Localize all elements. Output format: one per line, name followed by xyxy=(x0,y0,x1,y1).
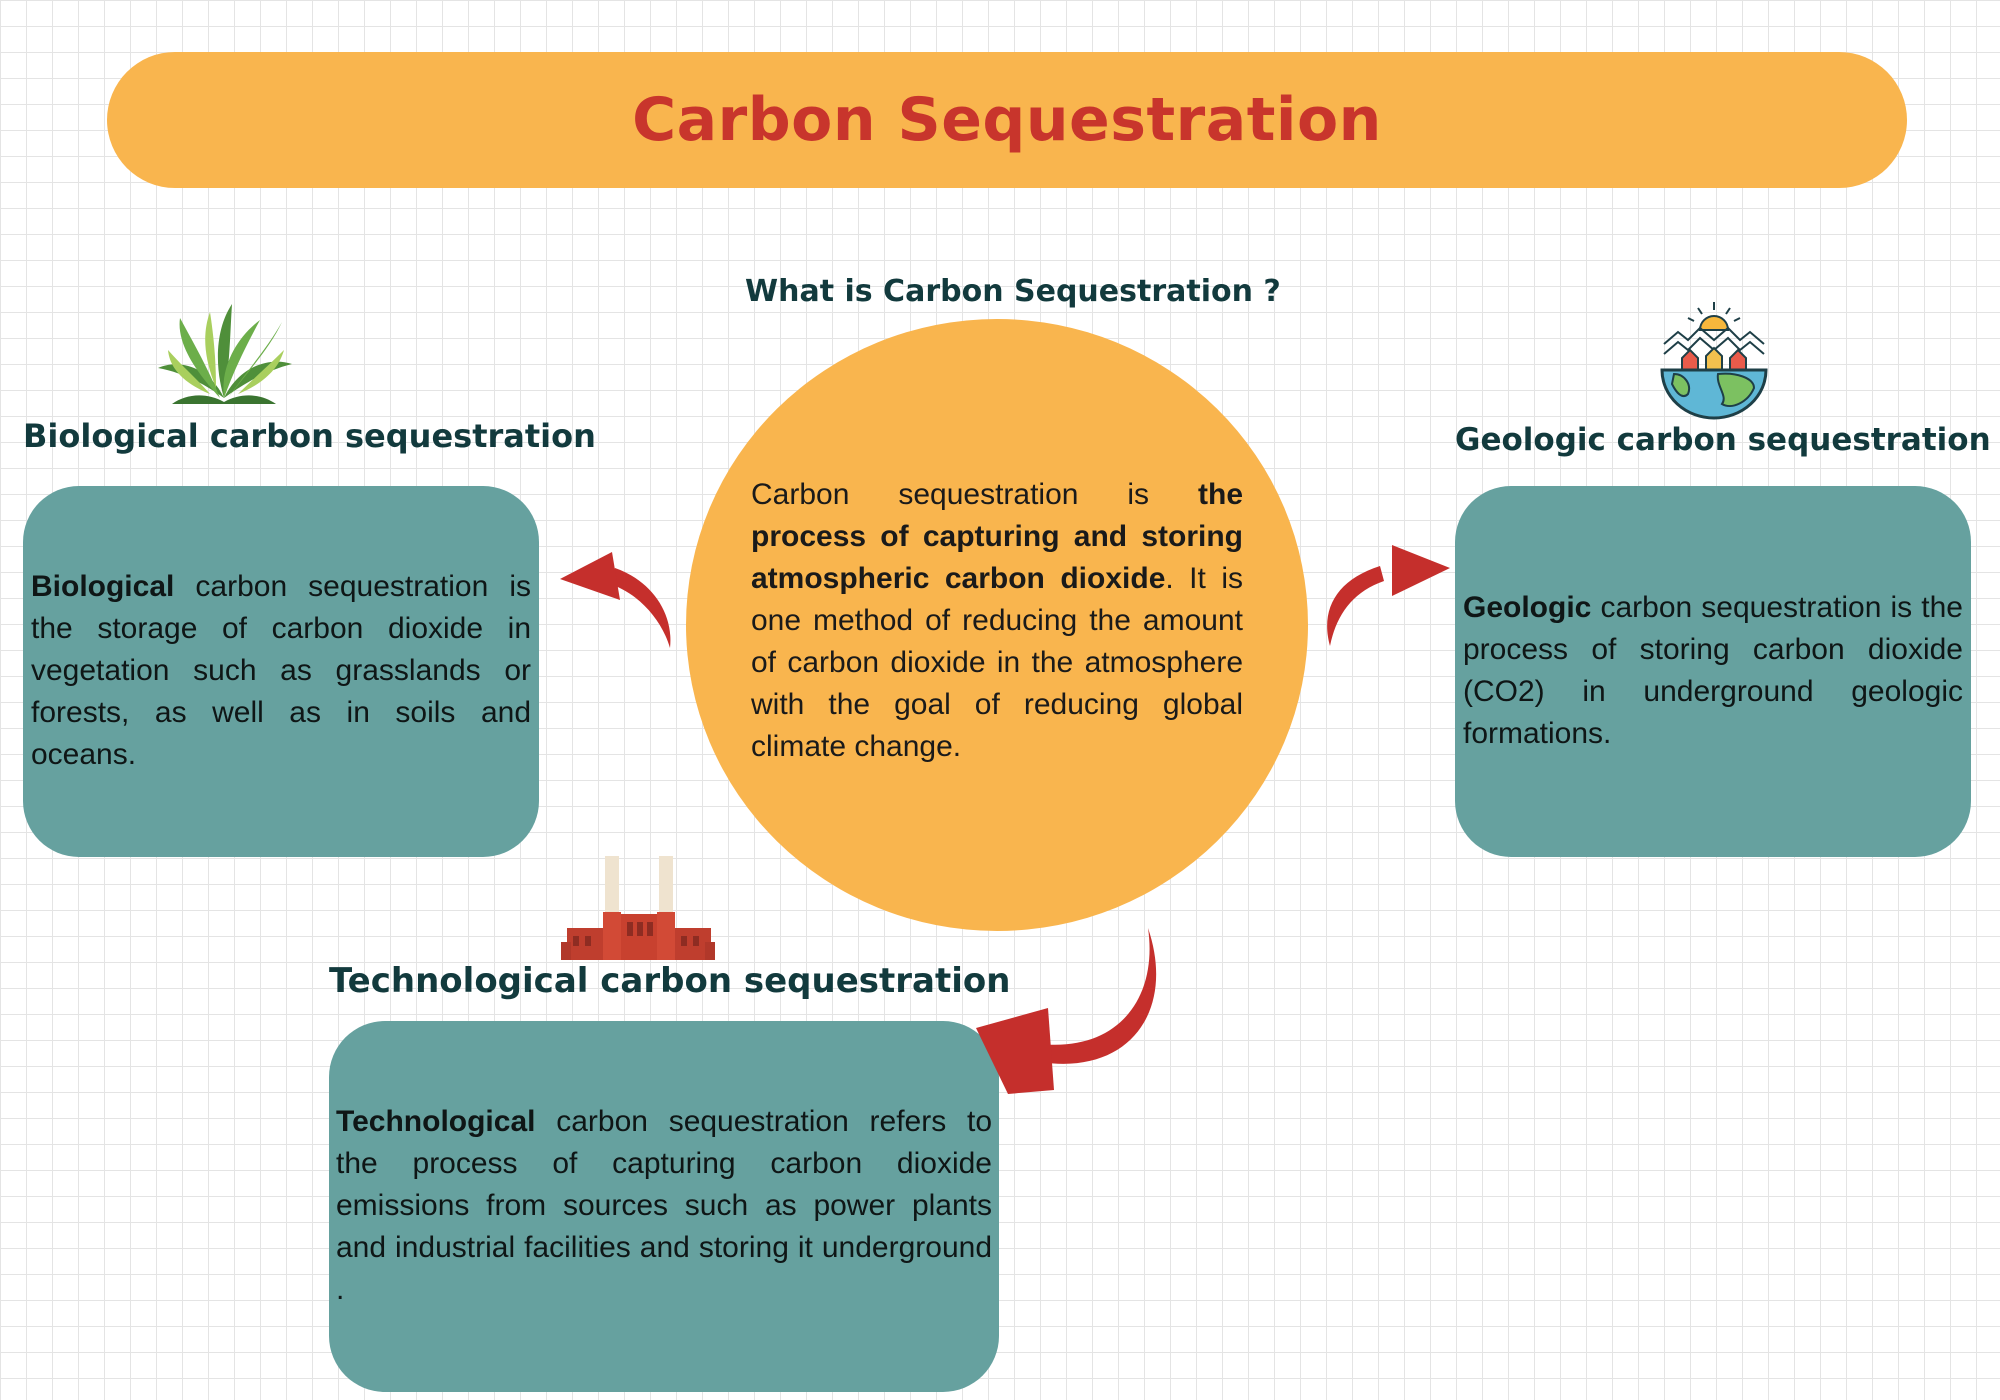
earth-icon xyxy=(1660,302,1768,420)
arrow-to-biological-shape xyxy=(560,552,671,648)
geologic-bold-term: Geologic xyxy=(1463,591,1592,624)
center-text-bold: the process of capturing and storing atm… xyxy=(751,478,1243,595)
geologic-description: Geologic carbon sequestration is the pro… xyxy=(1463,587,1963,755)
biological-text: carbon sequestration is the storage of c… xyxy=(31,570,531,771)
technological-description: Technological carbon sequestration refer… xyxy=(336,1101,992,1311)
biological-description: Biological carbon sequestration is the s… xyxy=(31,566,531,776)
technological-bold-term: Technological xyxy=(336,1105,536,1138)
biological-heading: Biological carbon sequestration xyxy=(23,417,596,455)
technological-heading: Technological carbon sequestration xyxy=(329,961,1011,1001)
biological-bold-term: Biological xyxy=(31,570,175,603)
center-description: Carbon sequestration is the process of c… xyxy=(751,474,1243,768)
title-banner: Carbon Sequestration xyxy=(107,52,1907,188)
technological-text: carbon sequestration refers to the proce… xyxy=(336,1105,992,1306)
center-heading: What is Carbon Sequestration ? xyxy=(745,274,1281,309)
center-circle xyxy=(686,319,1308,931)
geologic-heading: Geologic carbon sequestration xyxy=(1455,422,1991,458)
technological-card xyxy=(329,1021,999,1392)
geologic-text: carbon sequestration is the process of s… xyxy=(1463,591,1963,750)
page-title: Carbon Sequestration xyxy=(632,85,1382,155)
center-text-lead: Carbon sequestration is xyxy=(751,478,1198,511)
factory-icon xyxy=(561,856,715,960)
biological-card xyxy=(23,486,539,857)
geologic-card xyxy=(1455,486,1971,857)
center-text-rest: . It is one method of reducing the amoun… xyxy=(751,562,1243,763)
plant-icon xyxy=(158,304,292,404)
